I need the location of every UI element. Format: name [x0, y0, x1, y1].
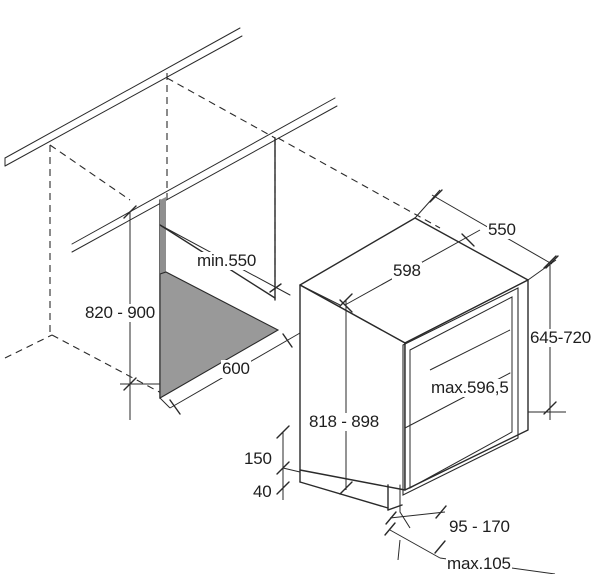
label-plinth-height: 150 — [243, 449, 273, 468]
worktop-outline — [4, 27, 338, 253]
label-niche-depth: min.550 — [196, 251, 258, 270]
label-door-width: max.596,5 — [430, 378, 510, 397]
label-total-height: 645-720 — [529, 328, 592, 347]
label-plinth-depth: 95 - 170 — [448, 517, 511, 536]
niche-floor — [159, 271, 280, 399]
label-unit-height: 818 - 898 — [308, 412, 381, 431]
label-niche-width: 600 — [221, 359, 251, 378]
dim-door-width — [429, 329, 511, 371]
dim-niche-depth — [269, 283, 282, 293]
dim-plinth-depth — [385, 505, 447, 529]
label-niche-height: 820 - 900 — [84, 303, 157, 322]
label-unit-depth: 550 — [487, 220, 517, 239]
label-plinth-gap: 40 — [252, 482, 273, 501]
dim-plinth-height — [276, 425, 301, 500]
label-plinth-offset: max.105 — [446, 554, 512, 573]
label-unit-width: 598 — [392, 261, 422, 280]
dim-unit-height — [339, 293, 353, 495]
